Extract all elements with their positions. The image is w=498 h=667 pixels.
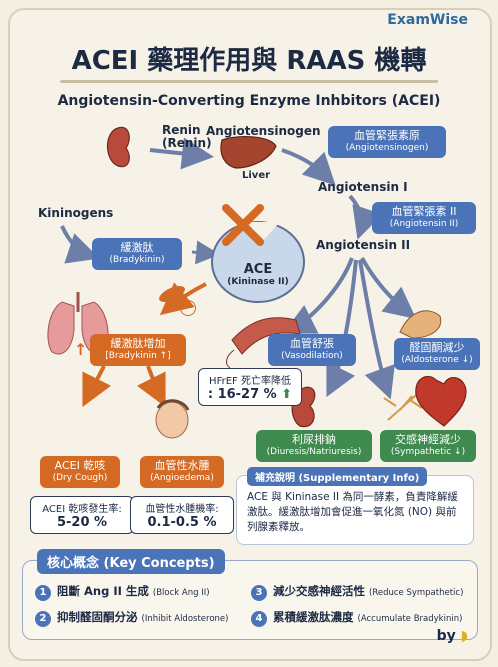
hfref-mortality-box: HFrEF 死亡率降低 : 16-27 % ⬆ — [198, 368, 302, 406]
title-divider — [60, 80, 438, 83]
nerve-icon — [383, 387, 425, 421]
diuresis-tag: 利尿排鈉 (Diuresis/Natriuresis) — [256, 430, 372, 462]
liver-icon — [220, 136, 277, 169]
aldosterone-tag: 醛固酮減少 (Aldosterone ↓) — [394, 338, 480, 370]
heart-icon — [415, 375, 467, 427]
ace-enzyme-icon — [211, 221, 305, 303]
inhibit-x-icon — [222, 204, 264, 246]
ace-label: ACE (Kininase II) — [227, 262, 289, 287]
dry-cough-tag: ACEI 乾咳 (Dry Cough) — [40, 456, 120, 488]
angiotensinogen-label: Angiotensinogen — [206, 124, 321, 138]
bradykinin-increase-tag: 緩激肽增加 [Bradykinin ↑] — [90, 334, 186, 366]
byline: by ◗ — [436, 628, 468, 644]
angioedema-rate-box: 血管性水腫機率: 0.1-0.5 % — [130, 496, 234, 534]
angiotensin-2-tag: 血管緊張素 II (Angiotensin II) — [372, 202, 476, 234]
mortality-down-icon: ⬆ — [281, 387, 293, 402]
angiotensin-1-label: Angiotensin I — [318, 180, 408, 194]
swollen-face-icon — [155, 399, 190, 439]
page-subtitle: Angiotensin-Converting Enzyme Inhbitors … — [57, 93, 441, 109]
supplementary-info-heading: 補充說明 (Supplementary Info) — [247, 467, 428, 486]
inhibit-minus-badge: − — [180, 300, 196, 316]
liver-label: Liver — [242, 170, 271, 181]
pill-icon — [159, 285, 185, 303]
adrenal-gland-icon — [399, 310, 442, 339]
renin-label: Renin (Renin) — [162, 123, 212, 150]
cough-rate-box: ACEI 乾咳發生率: 5-20 % — [30, 496, 134, 534]
supplementary-info-box: 補充說明 (Supplementary Info) ACE 與 Kininase… — [236, 467, 474, 545]
banana-icon: ◗ — [460, 628, 468, 644]
page-title: ACEI 藥理作用與 RAAS 機轉 — [71, 46, 427, 76]
supplementary-info-text: ACE 與 Kininase II 為同一酵素，負責降解緩激肽。緩激肽增加會促進… — [247, 491, 458, 533]
bradykinin-tag: 緩激肽 (Bradykinin) — [92, 238, 182, 270]
angiotensin-2-label: Angiotensin II — [316, 238, 411, 252]
brand-label: ExamWise — [387, 12, 468, 28]
angioedema-tag: 血管性水腫 (Angioedema) — [140, 456, 224, 488]
key-concepts-heading: 核心概念 (Key Concepts) — [37, 549, 225, 574]
angiotensinogen-tag: 血管緊張素原 (Angiotensinogen) — [328, 126, 446, 158]
vasodilation-tag: 血管舒張 (Vasodilation) — [268, 334, 356, 366]
sympathetic-tag: 交感神經減少 (Sympathetic ↓) — [380, 430, 476, 462]
kininogens-label: Kininogens — [38, 206, 114, 220]
up-arrow-icon: ↑ — [74, 340, 88, 359]
kidney-icon — [106, 126, 130, 168]
